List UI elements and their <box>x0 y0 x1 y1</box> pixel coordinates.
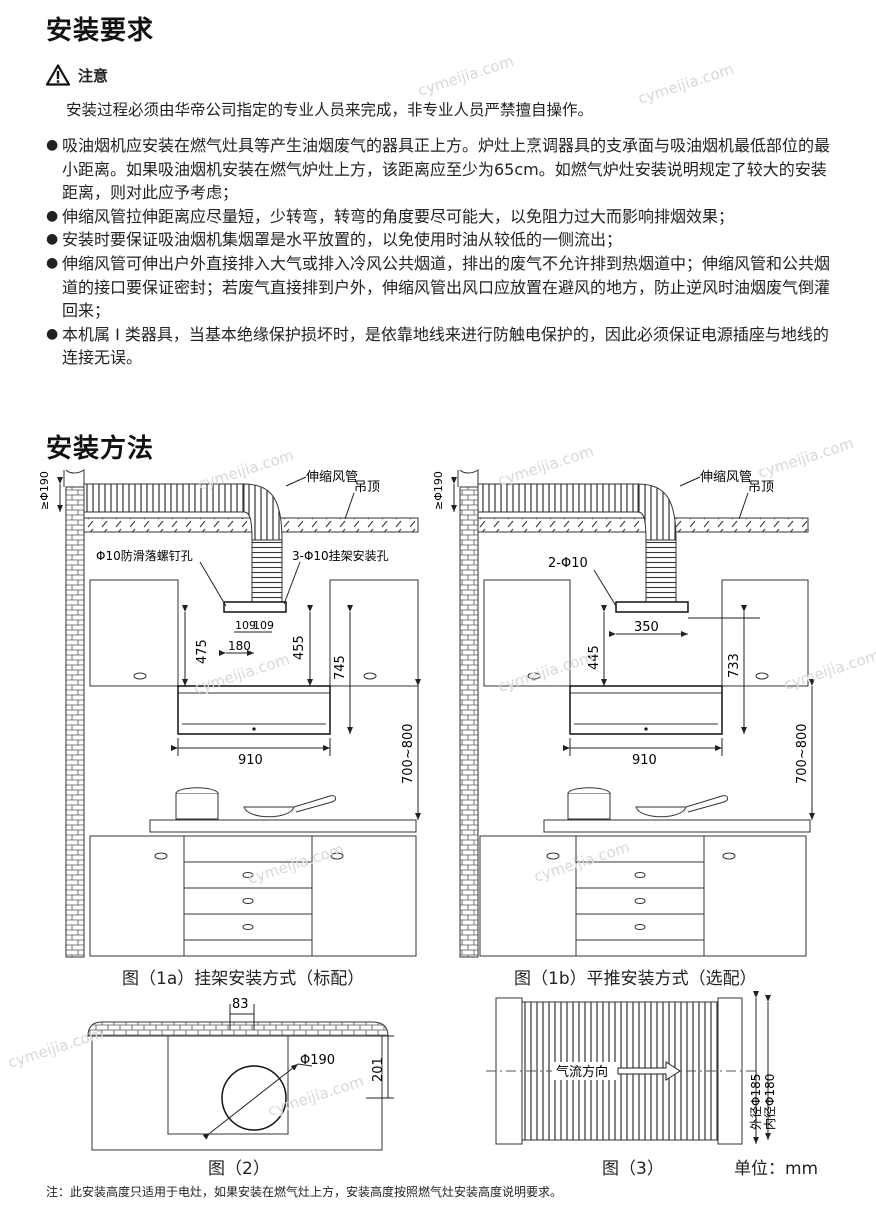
watermark: cymeijia.com <box>756 434 856 482</box>
list-item: 伸缩风管拉伸距离应尽量短，少转弯，转弯的角度要尽可能大，以免阻力过大而影响排烟效… <box>46 205 836 229</box>
pot <box>175 792 219 820</box>
wall-cabinet-left <box>89 579 179 687</box>
duct-horizontal <box>83 483 245 513</box>
base-cabinet <box>479 835 807 957</box>
figure-1b: ≥Φ190 伸缩风管 吊顶 2-Φ10 350 445 733 910 700~… <box>432 469 815 958</box>
wall <box>459 486 479 958</box>
label-hole2: 3-Φ10挂架安装孔 <box>292 548 389 563</box>
hood-body <box>177 685 331 735</box>
watermark: cymeijia.com <box>416 52 516 100</box>
countertop <box>543 819 811 833</box>
caption-fig3: 图（3） <box>602 1159 664 1179</box>
duct-vertical <box>251 539 283 603</box>
dim-700-800: 700~800 <box>401 723 416 784</box>
countertop <box>149 819 417 833</box>
ceiling <box>477 517 809 533</box>
caption-fig2: 图（2） <box>208 1159 270 1179</box>
list-item: 本机属 I 类器具，当基本绝缘保护损坏时，是依靠地线来进行防触电保护的，因此必须… <box>46 323 836 370</box>
figure-3: 气流方向 外径Φ185 内径Φ180 <box>486 991 777 1145</box>
figure-2: 83 Φ190 201 <box>87 997 394 1151</box>
dim-475: 475 <box>195 639 210 664</box>
unit-label: 单位：mm <box>734 1159 819 1179</box>
pan <box>635 806 687 818</box>
hood-body <box>569 685 723 735</box>
watermark: cymeijia.com <box>6 1024 106 1072</box>
footnote: 注：此安装高度只适用于电灶，如果安装在燃气灶上方，安装高度按照燃气灶安装高度说明… <box>46 1185 563 1199</box>
label-ceiling: 吊顶 <box>748 480 774 495</box>
list-item: 吸油烟机应安装在燃气灶具等产生油烟废气的器具正上方。炉灶上烹调器具的支承面与吸油… <box>46 134 836 205</box>
list-item: 安装时要保证吸油烟机集烟罩是水平放置的，以免使用时油从较低的一侧流出； <box>46 228 836 252</box>
wall-cabinet-right <box>721 579 809 687</box>
wall <box>65 486 85 958</box>
duct-vertical <box>645 539 677 603</box>
dim-83: 83 <box>232 997 249 1012</box>
brick-top <box>87 1021 389 1037</box>
section-title-requirements: 安装要求 <box>46 16 155 46</box>
requirement-list: 吸油烟机应安装在燃气灶具等产生油烟废气的器具正上方。炉灶上烹调器具的支承面与吸油… <box>46 134 836 370</box>
dim-109b: 109 <box>253 619 274 632</box>
label-phi190: ≥Φ190 <box>38 471 51 510</box>
wall-cabinet-right <box>329 579 419 687</box>
hanger-bracket <box>223 601 287 613</box>
pot <box>567 792 611 820</box>
base-cabinet <box>89 835 417 957</box>
label-phi190: ≥Φ190 <box>432 471 445 510</box>
label-inner: 内径Φ180 <box>763 1074 777 1130</box>
dim-733: 733 <box>727 653 742 678</box>
caption-fig1b: 图（1b）平推安装方式（选配） <box>514 969 757 989</box>
figure-1a: ≥Φ190 伸缩风管 吊顶 Φ10防滑落螺钉孔 3-Φ10挂架安装孔 109 1… <box>38 469 421 958</box>
watermark: cymeijia.com <box>496 442 596 490</box>
label-hole: 2-Φ10 <box>548 556 588 571</box>
dim-190: Φ190 <box>300 1053 335 1068</box>
dim-445: 445 <box>587 645 602 670</box>
label-ceiling: 吊顶 <box>354 480 380 495</box>
label-duct: 伸缩风管 <box>306 469 358 485</box>
dim-201: 201 <box>371 1057 386 1082</box>
pan <box>243 806 295 818</box>
list-item: 伸缩风管可伸出户外直接排入大气或排入冷风公共烟道，排出的废气不允许排到热烟道中；… <box>46 252 836 323</box>
label-duct: 伸缩风管 <box>700 469 752 485</box>
dim-350: 350 <box>634 620 659 635</box>
label-hole1: Φ10防滑落螺钉孔 <box>96 548 193 563</box>
dim-745: 745 <box>333 655 348 680</box>
dim-700-800: 700~800 <box>795 723 810 784</box>
dim-910: 910 <box>238 753 263 768</box>
label-outer: 外径Φ185 <box>749 1074 763 1130</box>
notice-text: 安装过程必须由华帝公司指定的专业人员来完成，非专业人员严禁擅自操作。 <box>66 101 594 119</box>
notice-heading: 注意 <box>46 62 108 88</box>
notice-label: 注意 <box>78 66 109 85</box>
hanger-bracket <box>615 601 689 613</box>
wall-cabinet-left <box>483 579 571 687</box>
dim-455: 455 <box>292 635 307 660</box>
warning-icon <box>46 64 70 86</box>
watermark: cymeijia.com <box>636 60 736 108</box>
dim-910: 910 <box>632 753 657 768</box>
dim-109a: 109 <box>235 619 256 632</box>
label-flow: 气流方向 <box>556 1064 608 1080</box>
section-title-method: 安装方法 <box>46 434 155 464</box>
dim-180: 180 <box>228 639 251 653</box>
caption-fig1a: 图（1a）挂架安装方式（标配） <box>122 969 365 989</box>
